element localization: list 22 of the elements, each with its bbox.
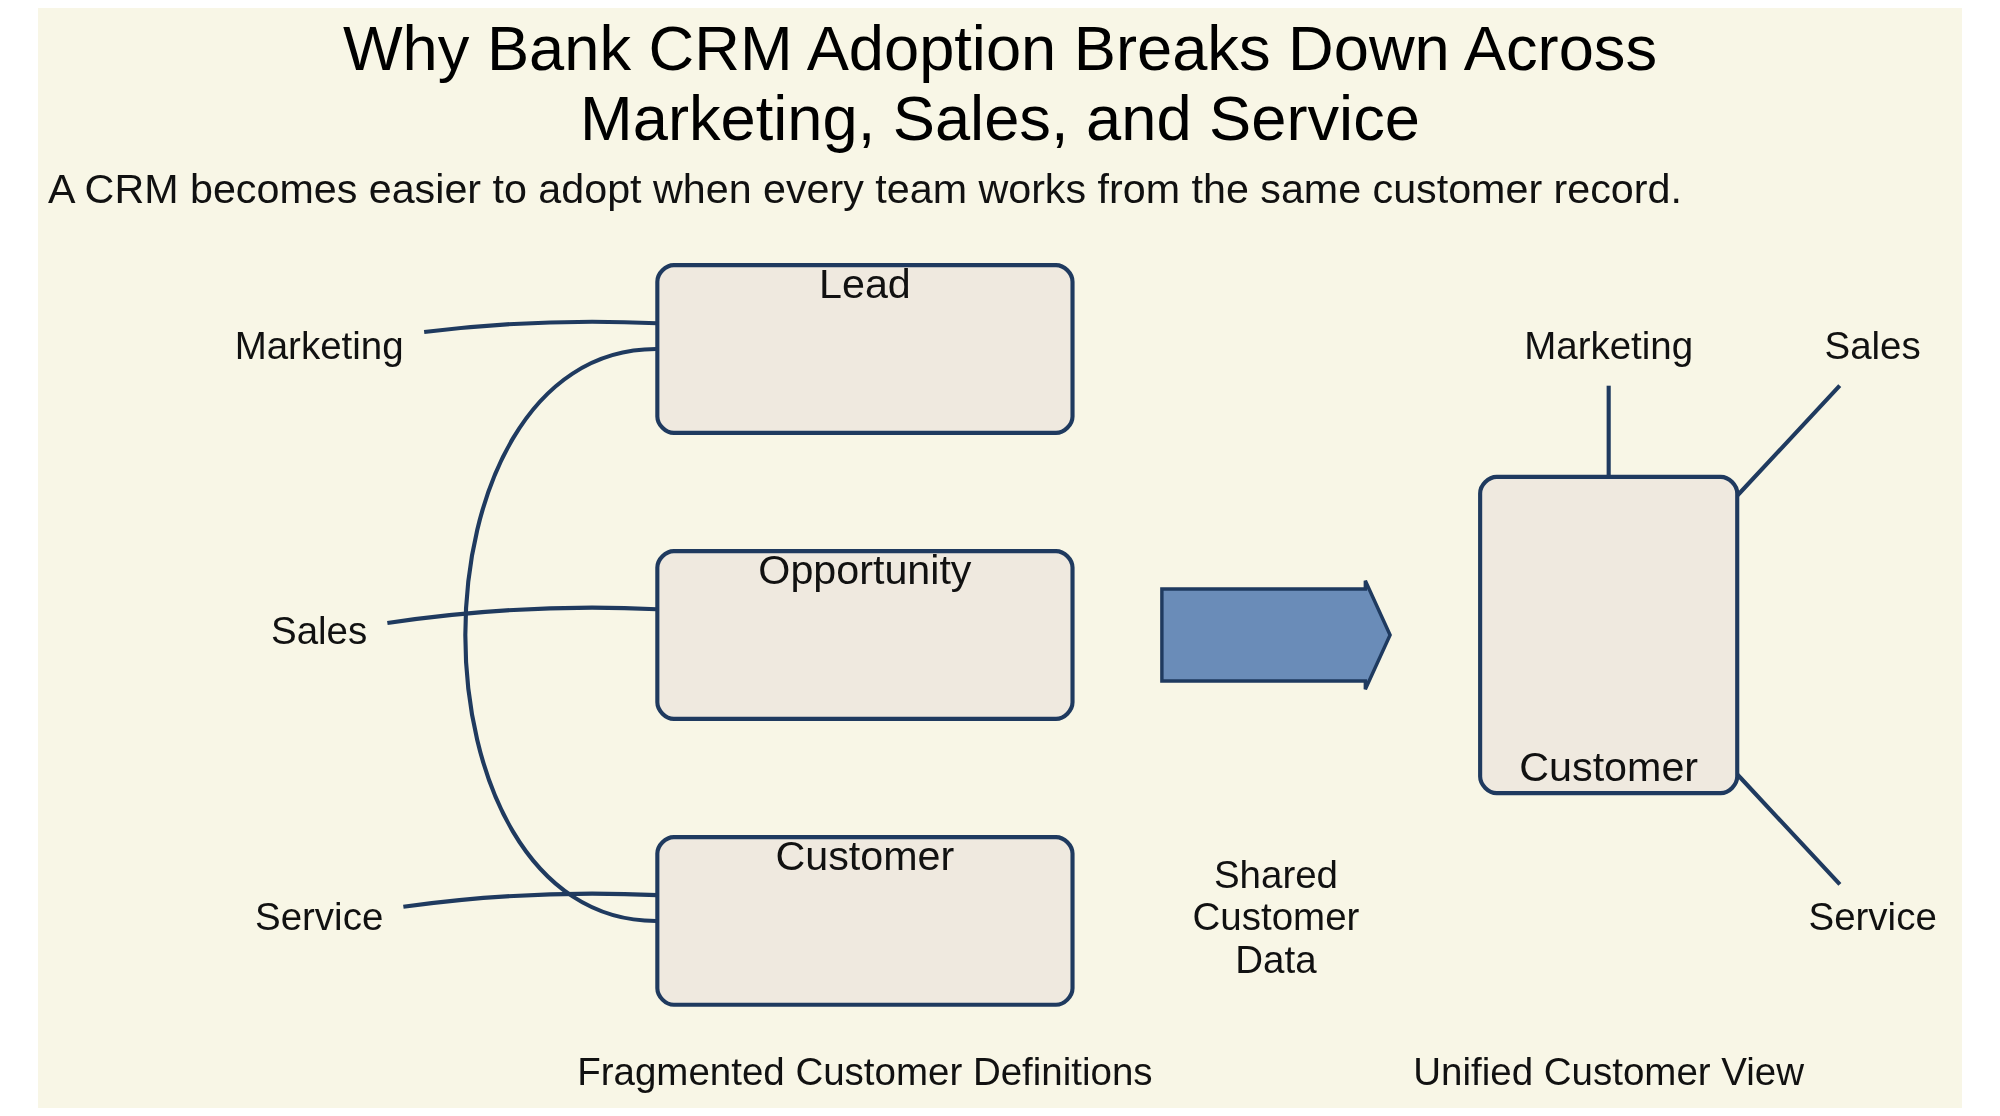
- connector: [1736, 773, 1842, 886]
- node-text: Sales: [271, 609, 368, 653]
- label: A CRM becomes easier to adopt when every team works from the same customer record.: [47, 166, 1682, 213]
- connector: [423, 319, 658, 335]
- node-text: Marketing: [1524, 323, 1694, 367]
- connector: [1606, 385, 1611, 477]
- node-box: Customer: [655, 835, 1075, 1007]
- diagram-title: Why Bank CRM Adoption Breaks Down Across Marketing, Sales, and Service: [342, 12, 1658, 153]
- node-text: Service: [254, 895, 384, 939]
- connector: [403, 891, 658, 909]
- connector: [387, 605, 657, 626]
- node-box: Customer: [1478, 474, 1740, 796]
- node-text: Marketing: [234, 323, 404, 367]
- label: Shared Customer Data: [1192, 852, 1360, 982]
- node-arrow: [1160, 578, 1392, 691]
- node-box: Opportunity: [655, 549, 1075, 721]
- node-text: Service: [1808, 895, 1937, 939]
- label: Unified Customer View: [1413, 1050, 1805, 1094]
- node-box: Lead: [655, 263, 1075, 435]
- connector: [463, 347, 657, 923]
- node-text: Sales: [1824, 323, 1921, 367]
- label: Fragmented Customer Definitions: [577, 1050, 1153, 1094]
